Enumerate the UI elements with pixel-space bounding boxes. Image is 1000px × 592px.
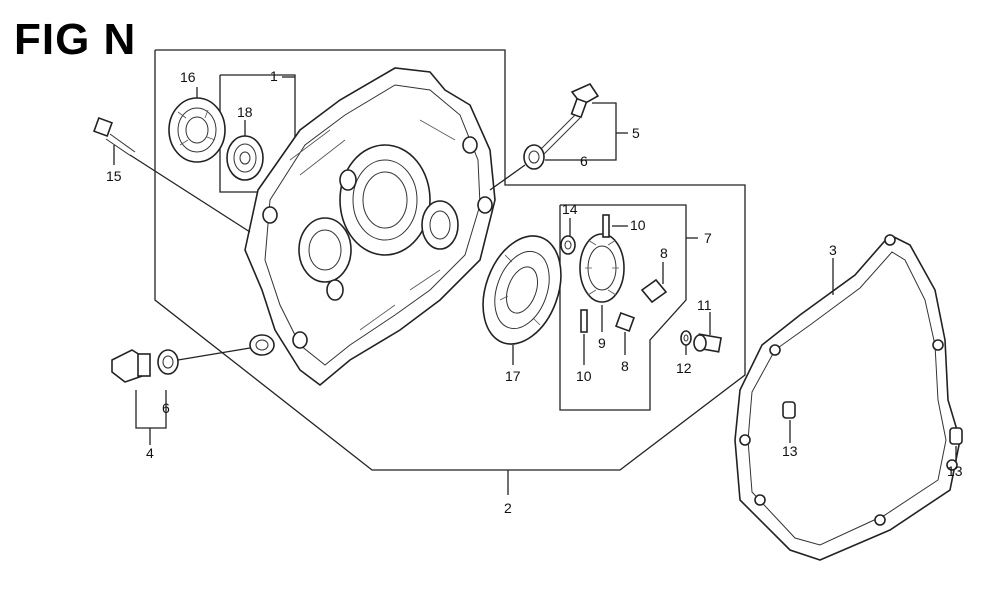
gasket-3 [734, 234, 961, 561]
callout-15: 15 [106, 168, 122, 184]
callout-7: 7 [704, 230, 712, 246]
washer-14 [560, 235, 576, 255]
dowel-pin-13-left [782, 401, 796, 419]
drain-plug-4 [111, 347, 251, 383]
crankcase-cover [244, 67, 496, 387]
callout-13-right: 13 [947, 463, 963, 479]
pin-10-top [602, 214, 610, 238]
figure-title: FIG N [14, 15, 137, 64]
callout-11: 11 [697, 297, 712, 313]
bracket-4 [135, 390, 167, 429]
bearing-18 [226, 135, 264, 181]
bolt-15 [93, 117, 251, 233]
callout-17: 17 [505, 368, 521, 384]
bearing-17 [482, 235, 562, 345]
callout-3: 3 [829, 242, 837, 258]
clip-8 [640, 278, 668, 304]
callout-12: 12 [676, 360, 692, 376]
callout-14: 14 [562, 201, 578, 217]
callout-6-drain: 6 [162, 400, 170, 416]
oil-filler-cap-5 [489, 82, 600, 191]
dowel-pin-13-right [949, 427, 963, 445]
callout-13-left: 13 [782, 443, 798, 459]
callout-4: 4 [146, 445, 154, 461]
shaft-11 [693, 333, 722, 353]
washer-12 [680, 330, 692, 346]
bracket-5 [545, 102, 617, 161]
governor-gear-9 [579, 233, 635, 332]
callout-10-top: 10 [630, 217, 646, 233]
oil-seal [249, 334, 275, 356]
callout-2: 2 [504, 500, 512, 516]
callout-18: 18 [237, 104, 253, 120]
bracket-7 [559, 204, 687, 411]
callout-5: 5 [632, 125, 640, 141]
callout-10-bottom: 10 [576, 368, 592, 384]
bearing-16 [168, 97, 226, 163]
callout-8-top: 8 [660, 245, 668, 261]
callout-6-filler: 6 [580, 153, 588, 169]
assembly-outline [154, 49, 746, 471]
pin-10-bottom [580, 309, 588, 333]
callout-1: 1 [270, 68, 278, 84]
callout-8-bottom: 8 [621, 358, 629, 374]
callout-16: 16 [180, 69, 196, 85]
callout-9: 9 [598, 335, 606, 351]
